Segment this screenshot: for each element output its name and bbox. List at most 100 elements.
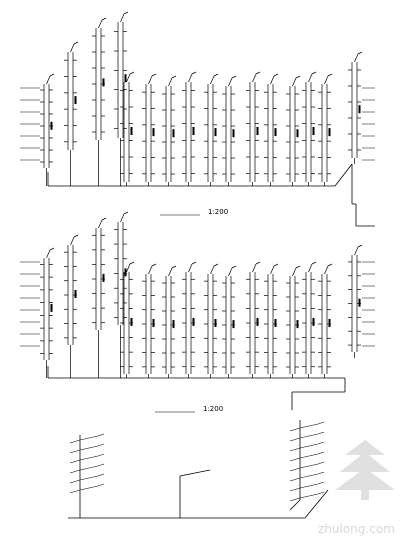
tree-branch bbox=[97, 433, 105, 437]
riser-label bbox=[232, 320, 235, 329]
vent-pipe bbox=[101, 217, 107, 221]
riser bbox=[204, 263, 219, 378]
watermark-logo-icon bbox=[335, 440, 395, 500]
riser bbox=[162, 265, 177, 378]
tree-branch bbox=[69, 489, 81, 494]
riser bbox=[286, 265, 301, 378]
riser-label bbox=[74, 96, 77, 105]
watermark-text: zhulong.com bbox=[318, 522, 395, 536]
vent-pipe bbox=[228, 77, 233, 87]
vent-pipe bbox=[231, 265, 237, 269]
riser bbox=[64, 41, 79, 186]
riser-label bbox=[328, 319, 331, 327]
tree-branch bbox=[97, 453, 105, 457]
riser-label bbox=[124, 74, 127, 83]
riser-label bbox=[172, 320, 175, 329]
tree-branch bbox=[97, 483, 105, 487]
vent-pipe bbox=[151, 263, 157, 267]
middle-caption-group: 1:200 bbox=[155, 405, 223, 413]
riser-tree bbox=[69, 433, 105, 494]
tree-branch bbox=[317, 431, 325, 435]
riser-label bbox=[256, 317, 259, 326]
riser bbox=[114, 211, 129, 378]
riser-label bbox=[152, 319, 155, 327]
tree-branch bbox=[97, 463, 105, 467]
upper-system-diagram bbox=[47, 163, 375, 227]
riser bbox=[182, 71, 197, 186]
middle-drawing-scale: 1:200 bbox=[203, 405, 223, 413]
riser-label bbox=[296, 320, 299, 329]
vent-pipe bbox=[101, 17, 107, 21]
tree-branch bbox=[79, 445, 99, 451]
riser bbox=[142, 263, 157, 378]
vent-pipe bbox=[324, 265, 329, 275]
riser-label bbox=[232, 129, 235, 138]
middle-system-diagram bbox=[47, 366, 346, 410]
riser-label bbox=[124, 268, 127, 277]
vent-pipe bbox=[191, 261, 197, 265]
riser-label bbox=[192, 317, 195, 326]
vent-pipe bbox=[308, 73, 313, 83]
lower-middle-branch bbox=[179, 469, 211, 477]
tree-branch bbox=[79, 455, 99, 461]
tree-branch bbox=[317, 481, 325, 485]
vent-pipe bbox=[273, 263, 279, 267]
vent-pipe bbox=[49, 73, 55, 77]
riser bbox=[204, 73, 219, 186]
riser bbox=[40, 73, 55, 186]
middle-risers bbox=[20, 211, 375, 378]
tree-branch bbox=[69, 459, 81, 464]
tree-branch bbox=[79, 465, 99, 471]
vent-pipe bbox=[231, 75, 237, 79]
vent-pipe bbox=[151, 73, 157, 77]
riser bbox=[142, 73, 157, 186]
vent-pipe bbox=[213, 263, 219, 267]
vent-pipe bbox=[168, 267, 173, 277]
vent-pipe bbox=[148, 265, 153, 275]
vent-pipe bbox=[273, 73, 279, 77]
tree-branch bbox=[97, 443, 105, 447]
vent-pipe bbox=[70, 43, 75, 53]
vent-pipe bbox=[98, 219, 103, 229]
vent-pipe bbox=[129, 71, 135, 75]
riser-label bbox=[102, 273, 105, 282]
upper-risers bbox=[20, 11, 375, 186]
riser-label bbox=[74, 290, 77, 298]
riser-label bbox=[274, 128, 277, 137]
vent-pipe bbox=[70, 236, 75, 246]
upper-right-pipe bbox=[334, 163, 353, 187]
vent-pipe bbox=[210, 75, 215, 85]
riser-label bbox=[130, 317, 133, 326]
riser bbox=[246, 261, 261, 378]
upper-drawing-scale: 1:200 bbox=[208, 208, 228, 216]
vent-pipe bbox=[49, 247, 55, 251]
riser-label bbox=[358, 298, 361, 307]
vent-pipe bbox=[327, 263, 333, 267]
vent-pipe bbox=[292, 77, 297, 87]
riser bbox=[318, 73, 333, 186]
vent-pipe bbox=[210, 265, 215, 275]
riser-label bbox=[214, 319, 217, 327]
vent-pipe bbox=[126, 263, 131, 273]
vent-pipe bbox=[327, 73, 333, 77]
upper-caption-group: 1:200 bbox=[160, 208, 228, 216]
lower-main-pipe bbox=[304, 489, 329, 519]
riser-label bbox=[274, 319, 277, 327]
vent-pipe bbox=[295, 265, 301, 269]
vent-pipe bbox=[308, 263, 313, 273]
vent-pipe bbox=[73, 234, 79, 238]
riser bbox=[120, 71, 135, 186]
vent-pipe bbox=[228, 267, 233, 277]
vent-pipe bbox=[46, 75, 51, 85]
tree-branch bbox=[299, 453, 319, 459]
riser bbox=[222, 265, 237, 378]
tree-branch bbox=[317, 441, 325, 445]
tree-branch bbox=[289, 477, 301, 482]
tree-branch bbox=[317, 461, 325, 465]
vent-pipe bbox=[255, 261, 261, 265]
vent-pipe bbox=[311, 261, 317, 265]
riser bbox=[318, 263, 333, 378]
tree-branch bbox=[317, 451, 325, 455]
vent-pipe bbox=[357, 51, 363, 55]
vent-pipe bbox=[252, 73, 257, 83]
